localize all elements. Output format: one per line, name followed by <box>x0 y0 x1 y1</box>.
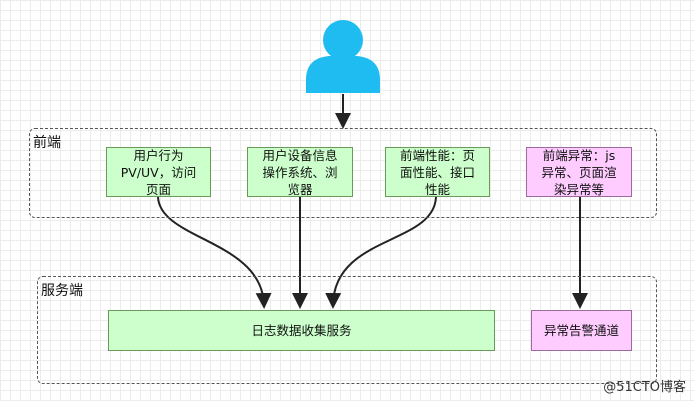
server-group-title: 服务端 <box>41 283 83 299</box>
node-log-service: 日志数据收集服务 <box>108 310 495 351</box>
node-frontend-perf: 前端性能：页 面性能、接口 性能 <box>385 147 490 197</box>
user-icon <box>306 20 380 93</box>
watermark: @51CTO博客 <box>603 380 686 395</box>
frontend-group <box>29 128 657 218</box>
node-pv-uv: 用户行为 PV/UV，访问 页面 <box>106 147 211 197</box>
arrow-pv-to-log <box>157 196 272 309</box>
arrow-perf-to-log <box>325 196 437 309</box>
server-group <box>37 276 657 384</box>
frontend-group-title: 前端 <box>33 135 61 151</box>
node-alert-channel: 异常告警通道 <box>531 310 632 351</box>
node-device-info: 用户设备信息 操作系统、浏 览器 <box>247 147 353 197</box>
node-frontend-errors: 前端异常：js 异常、页面渲 染异常等 <box>526 147 632 197</box>
